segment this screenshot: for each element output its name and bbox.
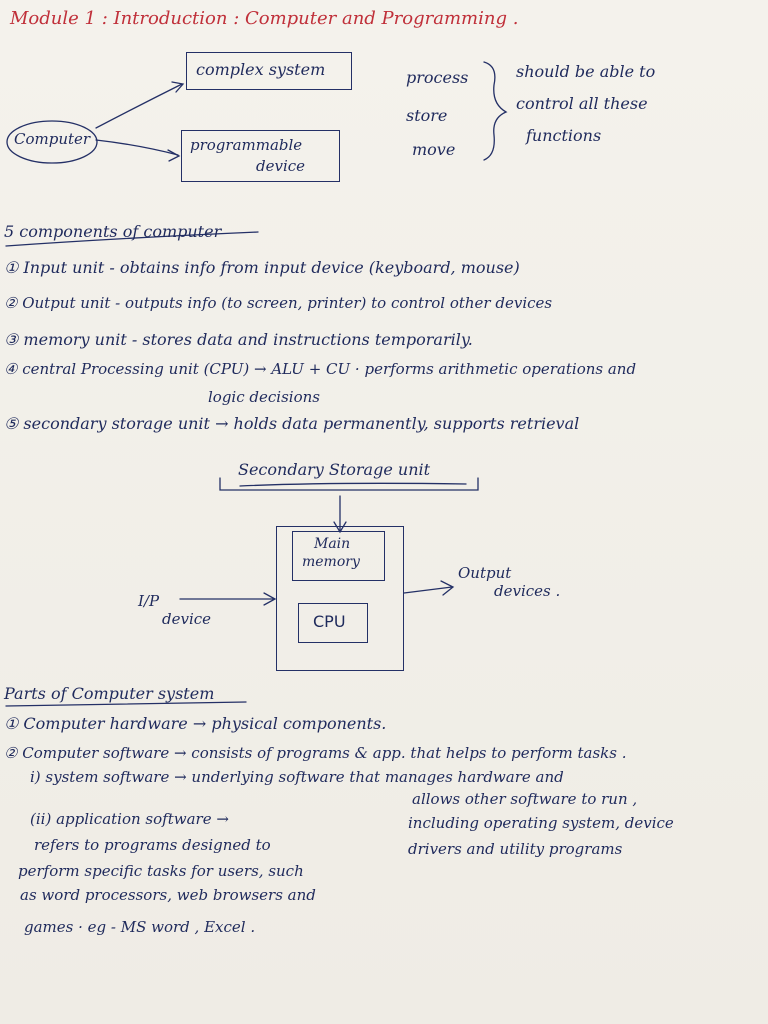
component-item-1: ① Input unit - obtains info from input d… (4, 258, 520, 277)
parts-line-3: i) system software → underlying software… (30, 768, 564, 786)
page-title: Module 1 : Introduction : Computer and P… (10, 8, 519, 29)
complex-system-box (186, 52, 352, 90)
input-label-2: device (162, 610, 212, 628)
parts-heading: Parts of Computer system (4, 684, 215, 703)
component-item-4-cont: logic decisions (208, 388, 320, 406)
parts-line-5: (ii) application software → (30, 810, 229, 828)
arrow-to-complex (95, 83, 183, 129)
main-memory-label-1: Main (314, 536, 351, 552)
output-label-1: Output (458, 564, 512, 582)
component-item-5: ⑤ secondary storage unit → holds data pe… (4, 414, 580, 433)
secondary-storage-label: Secondary Storage unit (238, 460, 431, 479)
parts-line-10: as word processors, web browsers and (20, 886, 316, 904)
func-move: move (412, 140, 456, 159)
parts-line-1: ① Computer hardware → physical component… (4, 714, 387, 733)
note-line-2: control all these (516, 94, 648, 113)
parts-line-6: including operating system, device (408, 814, 674, 832)
parts-line-4: allows other software to run , (412, 790, 638, 808)
parts-line-11: games · eg - MS word , Excel . (24, 918, 256, 936)
note-line-1: should be able to (516, 62, 656, 81)
computer-label: Computer (14, 130, 91, 148)
complex-system-label: complex system (196, 60, 326, 79)
main-memory-box (292, 531, 385, 581)
secondary-bracket (219, 477, 479, 491)
component-item-4: ④ central Processing unit (CPU) → ALU + … (4, 360, 637, 378)
note-line-3: functions (526, 126, 602, 145)
component-item-3: ③ memory unit - stores data and instruct… (4, 330, 473, 349)
computer-outer-box (276, 526, 404, 671)
parts-line-9: perform specific tasks for users, such (18, 862, 304, 880)
input-label-1: I/P (138, 592, 160, 610)
parts-line-8: drivers and utility programs (408, 840, 623, 858)
func-store: store (406, 106, 448, 125)
programmable-label: programmable (190, 136, 303, 154)
output-label-2: devices . (494, 582, 561, 600)
arrow-output (403, 586, 453, 594)
brace (483, 61, 508, 161)
parts-line-2: ② Computer software → consists of progra… (4, 744, 627, 762)
parts-line-7: refers to programs designed to (34, 836, 271, 854)
computer-ellipse (6, 120, 98, 164)
device-label: device (256, 157, 306, 175)
arrow-to-programmable (95, 139, 179, 156)
components-heading: 5 components of computer (4, 222, 222, 241)
main-memory-label-2: memory (302, 554, 360, 570)
cpu-box (298, 603, 368, 643)
cpu-label: CPU (313, 612, 346, 631)
func-process: process (406, 68, 469, 87)
programmable-device-box (181, 130, 340, 182)
component-item-2: ② Output unit - outputs info (to screen,… (4, 294, 553, 312)
